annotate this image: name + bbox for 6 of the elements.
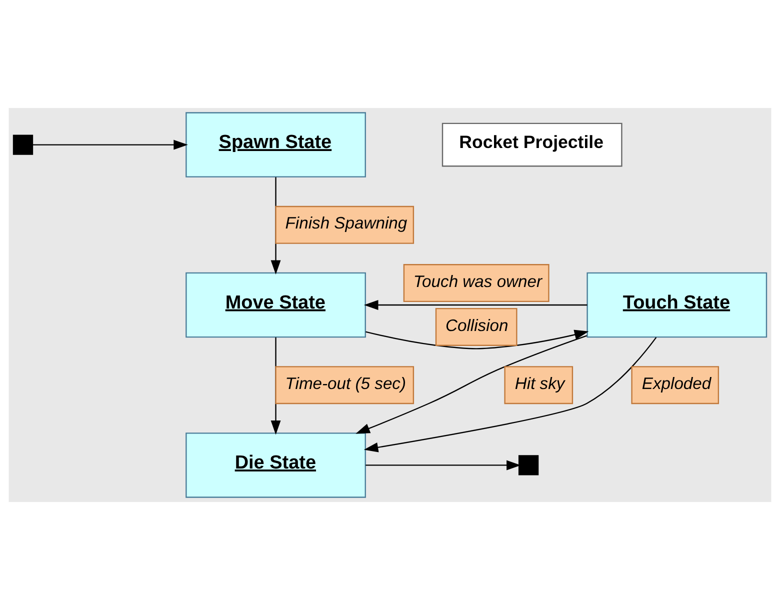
edge-label: Hit sky: [514, 374, 565, 393]
edge-label: Finish Spawning: [285, 214, 408, 233]
edge-label: Touch was owner: [413, 272, 542, 291]
edge-label: Exploded: [642, 374, 712, 393]
edge-label: Collision: [445, 316, 508, 335]
edge-label: Time-out (5 sec): [285, 374, 406, 393]
